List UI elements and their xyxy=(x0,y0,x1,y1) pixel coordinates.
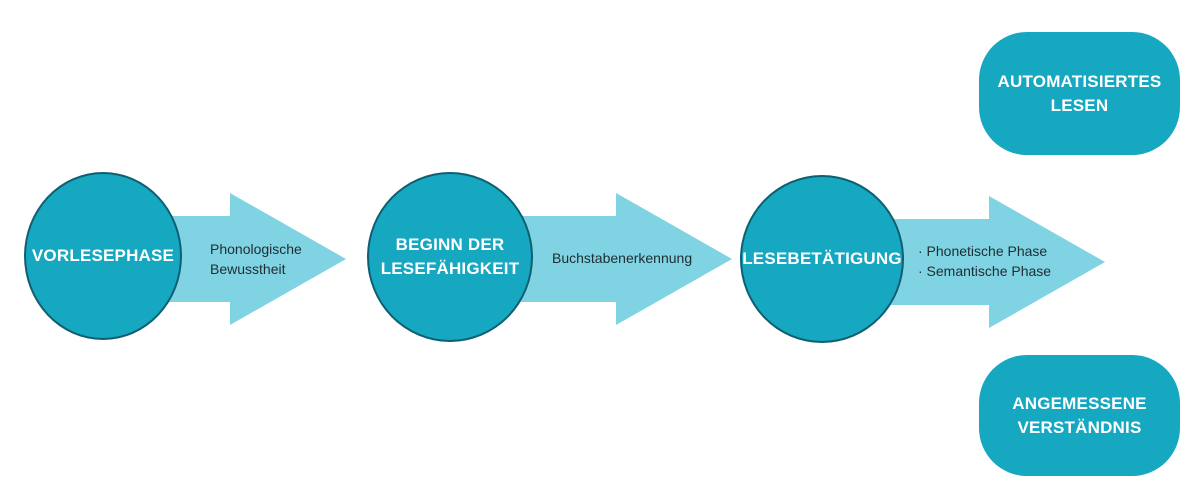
transition-label-1: Phonologische Bewusstheit xyxy=(210,241,302,277)
stage-node-vorlesephase: VORLESEPHASE xyxy=(24,172,182,340)
arrow-2 xyxy=(500,193,732,325)
transition-label-2: Buchstabenerkennung xyxy=(552,250,693,266)
arrow-1 xyxy=(150,193,346,325)
outcome-angemessene-verstaendnis: ANGEMESSENE VERSTÄNDNIS xyxy=(979,355,1180,476)
arrow-3 xyxy=(870,196,1105,328)
outcome-automatisiertes-lesen: AUTOMATISIERTES LESEN xyxy=(979,32,1180,155)
stage-node-beginn-lesefaehigkeit: BEGINN DER LESEFÄHIGKEIT xyxy=(367,172,533,342)
transition-label-3: · Phonetische Phase · Semantische Phase xyxy=(918,243,1052,279)
stage-node-lesebetaetigung: LESEBETÄTIGUNG xyxy=(740,175,904,343)
